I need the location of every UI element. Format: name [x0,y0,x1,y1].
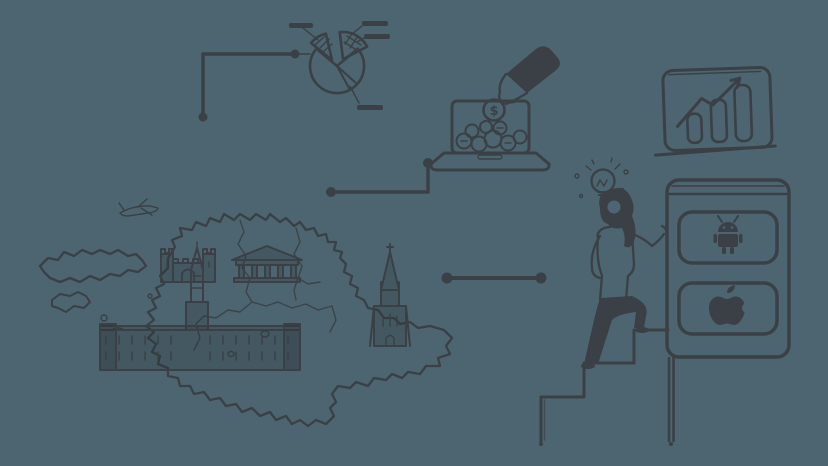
apple-icon [709,285,752,325]
palace-windows [105,335,289,361]
torso [596,222,636,302]
map-illustration [38,198,454,428]
map-islet [147,293,153,299]
connector-pie-left [198,49,300,122]
android-button [677,210,779,265]
growth-arrow [676,77,741,128]
pie-label-bar [289,23,313,28]
pie-red-hatch [314,36,333,53]
left-arm [590,234,602,280]
growth-board [654,65,777,157]
map-island-southwest [51,291,91,313]
legs [584,296,647,364]
phone-legs [667,356,675,443]
pie-label-bar [357,105,383,110]
idea-person [539,157,670,446]
pie-label-bar [364,34,390,39]
castle-illustration [160,248,216,283]
funding-laptop: $ [429,46,560,172]
map-island-west [38,248,148,284]
pie-chart [289,21,390,110]
person-figure [581,188,669,369]
laptop-latch [477,154,503,160]
coins-pile [455,120,528,153]
idea-sparks [585,157,621,171]
museum-illustration [231,245,303,283]
hair [599,188,636,248]
phone-frame [665,178,791,359]
laptop-base [429,151,551,172]
pie-slice-yellow [308,47,366,95]
airplane-icon [118,198,159,217]
pie-green-hatch [343,32,366,50]
pie-slice-red [309,32,334,62]
map-islet [100,314,108,322]
dollar-symbol: $ [489,104,498,119]
dollar-coin [482,98,506,122]
cathedral-illustration [369,243,411,347]
phone [665,178,791,446]
hand [497,72,529,106]
pie-label-bar [362,21,388,26]
palace-illustration [99,241,301,371]
stairs [539,328,670,446]
board-stand [654,144,777,157]
pie-callout-lines [296,25,367,104]
android-icon [713,215,743,254]
pie-yellow-notch [336,65,358,91]
growth-arrowhead [729,76,742,89]
apple-button [677,281,779,336]
connector-map-to-stairs [441,272,547,284]
sleeve-cuff [506,46,560,93]
